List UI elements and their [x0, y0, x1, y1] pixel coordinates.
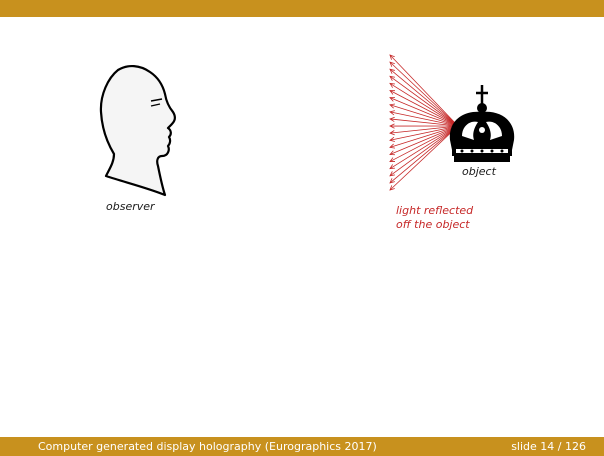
- light-ray: [389, 125, 459, 141]
- light-ray: [389, 125, 459, 184]
- light-ray-arrowhead: [389, 61, 395, 67]
- light-ray: [389, 61, 459, 127]
- light-ray: [389, 54, 459, 127]
- light-reflected-label: light reflected off the object: [396, 204, 473, 232]
- observer-label: observer: [106, 200, 155, 213]
- light-ray-arrowhead: [389, 68, 395, 74]
- light-ray: [389, 125, 459, 191]
- observer-silhouette-icon: [99, 65, 176, 197]
- light-ray: [389, 111, 459, 127]
- light-rays: [389, 54, 459, 191]
- light-ray-arrowhead: [389, 130, 395, 136]
- illustration: [99, 54, 515, 197]
- slide-number: slide 14 / 126: [511, 440, 586, 453]
- light-ray: [389, 125, 459, 170]
- footer-bar: Computer generated display holography (E…: [0, 437, 604, 456]
- light-ray-arrowhead: [389, 136, 395, 142]
- light-ray: [389, 125, 459, 162]
- light-label-line-1: light reflected: [396, 204, 474, 217]
- object-label: object: [462, 165, 496, 178]
- light-label-line-2: off the object: [396, 218, 470, 231]
- footer-title: Computer generated display holography (E…: [38, 440, 377, 453]
- light-ray: [389, 104, 459, 127]
- light-ray-arrowhead: [389, 54, 395, 60]
- light-ray-arrowhead: [389, 150, 396, 156]
- light-ray-arrowhead: [389, 103, 396, 109]
- light-ray: [389, 125, 459, 155]
- light-ray-arrowhead: [389, 164, 396, 170]
- top-accent-bar: [0, 0, 604, 17]
- light-ray-arrowhead: [389, 171, 395, 177]
- light-ray: [389, 75, 459, 127]
- light-ray-arrowhead: [389, 110, 395, 116]
- light-ray: [389, 118, 459, 127]
- light-ray: [389, 125, 459, 177]
- light-ray: [389, 125, 459, 148]
- light-ray-arrowhead: [389, 75, 395, 81]
- light-ray-arrowhead: [389, 96, 396, 102]
- crown-icon: [449, 85, 515, 162]
- light-ray: [389, 90, 459, 127]
- light-ray-arrowhead: [389, 178, 395, 184]
- light-ray-arrowhead: [389, 123, 395, 129]
- light-ray-arrowhead: [389, 90, 396, 95]
- light-ray: [389, 97, 459, 127]
- light-ray-arrowhead: [389, 185, 395, 191]
- light-ray-arrowhead: [389, 116, 395, 122]
- light-ray: [389, 68, 459, 127]
- light-ray-arrowhead: [389, 82, 396, 88]
- light-ray-arrowhead: [389, 143, 396, 149]
- light-ray-arrowhead: [389, 157, 396, 163]
- light-ray: [389, 83, 459, 127]
- light-ray: [389, 125, 459, 134]
